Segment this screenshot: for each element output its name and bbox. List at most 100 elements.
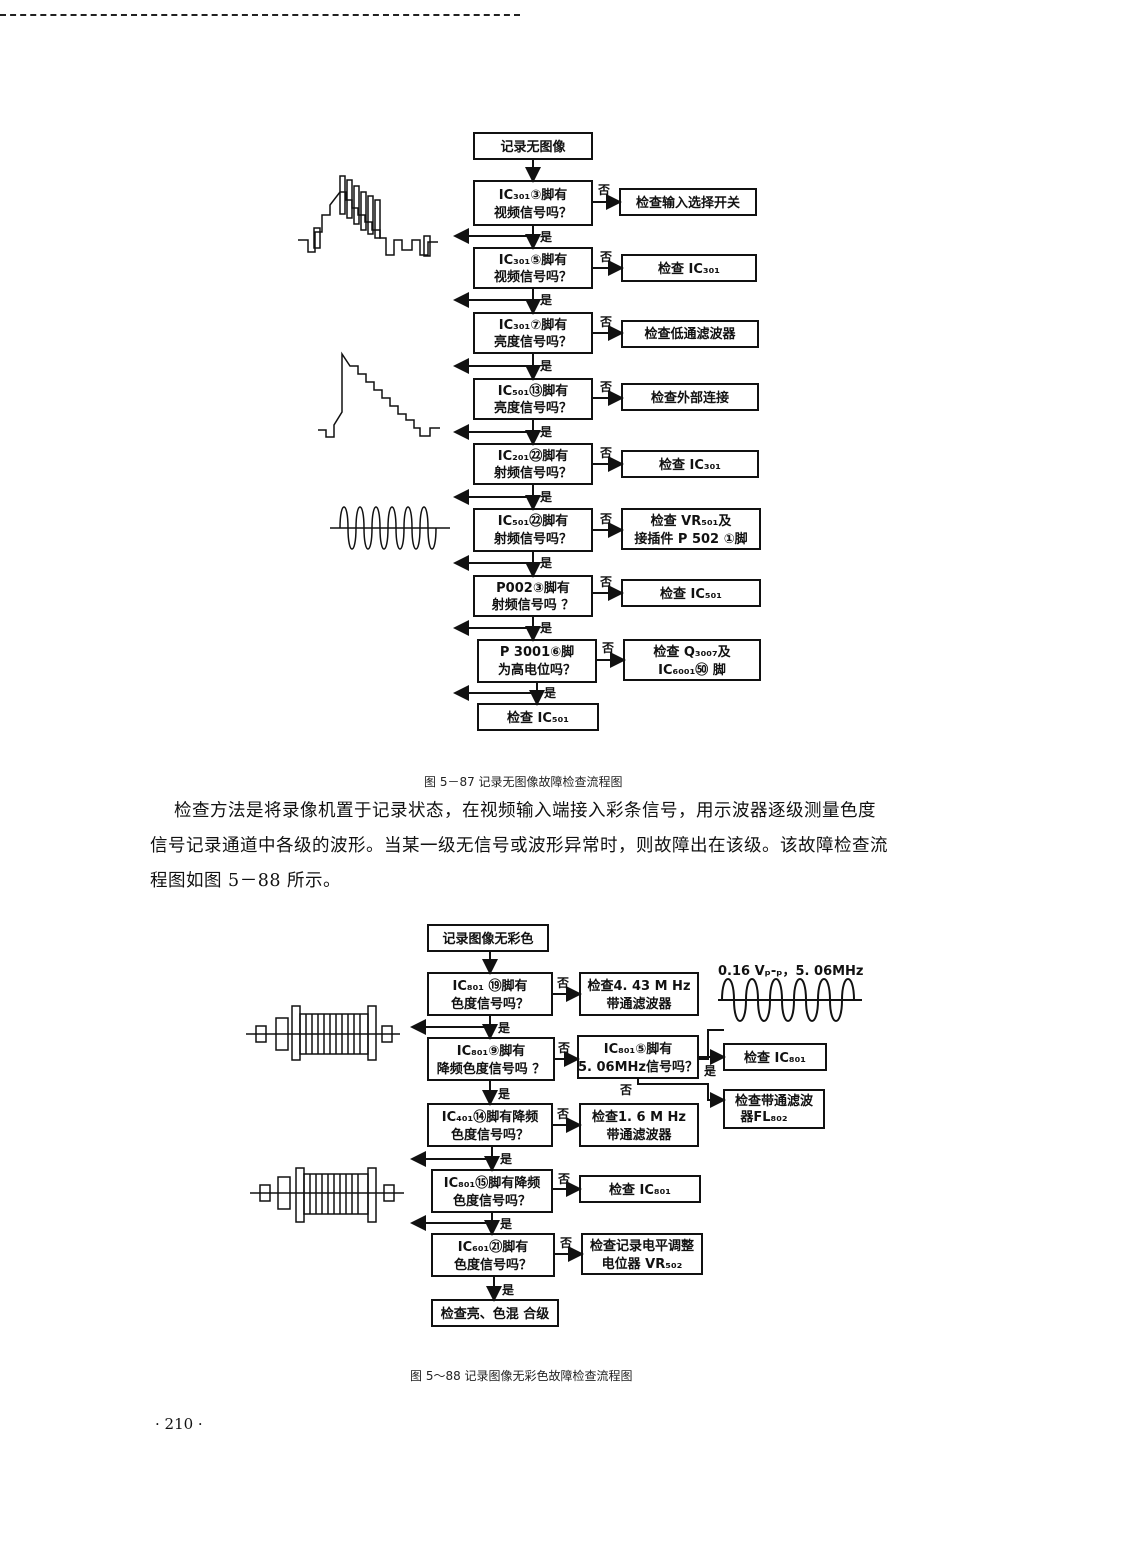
- fig2-end-text: 检查亮、色混 合级: [441, 1306, 551, 1322]
- fig2-q-line1: IC₆₀₁㉑脚有: [458, 1239, 528, 1255]
- fig1-q-line1: IC₃₀₁③脚有: [499, 187, 567, 203]
- yes-label: 是: [497, 1021, 511, 1035]
- yes-label: 是: [539, 359, 553, 373]
- no-label: 否: [559, 1236, 572, 1250]
- no-label: 否: [599, 250, 612, 264]
- yes-label: 是: [539, 230, 553, 244]
- figure-5-87: [298, 132, 761, 731]
- fig1-q-line1: IC₃₀₁⑤脚有: [499, 252, 567, 268]
- fig1-end-text: 检查 IC₅₀₁: [507, 710, 569, 726]
- paragraph-line: 信号记录通道中各级的波形。当某一级无信号或波形异常时，则故障出在该级。该故障检查…: [150, 836, 888, 856]
- fig2-answer-text: 检查 IC₈₀₁: [609, 1182, 671, 1198]
- fig1-q-line1: IC₂₀₁㉒脚有: [498, 448, 568, 464]
- no-label: 否: [556, 976, 569, 990]
- yes-label: 是: [703, 1064, 717, 1078]
- fig1-q-line1: IC₅₀₁㉒脚有: [498, 513, 568, 529]
- fig1-answer-text: 检查 VR₅₀₁及: [651, 513, 733, 529]
- yes-label: 是: [499, 1217, 513, 1231]
- fig2-q-line2: 色度信号吗？: [453, 1193, 531, 1209]
- fig2-caption: 图 5～88 记录图像无彩色故障检查流程图: [410, 1368, 633, 1383]
- fig2-q-line2: 降频色度信号吗 ？: [437, 1061, 546, 1077]
- fig1-q-line1: IC₅₀₁⑬脚有: [498, 383, 568, 399]
- body-paragraph: 检查方法是将录像机置于记录状态，在视频输入端接入彩条信号，用示波器逐级测量色度 …: [150, 794, 1010, 899]
- no-label: 否: [619, 1083, 632, 1097]
- fig1-caption: 图 5－87 记录无图像故障检查流程图: [424, 774, 623, 789]
- no-label: 否: [597, 183, 610, 197]
- yes-label: 是: [497, 1087, 511, 1101]
- fig1-answer-text: 检查低通滤波器: [644, 326, 736, 342]
- fig1-answer-text: IC₆₀₀₁㊿ 脚: [658, 662, 726, 678]
- no-label: 否: [556, 1107, 569, 1121]
- fig1-q-line2: 射频信号吗 ？: [491, 597, 575, 613]
- no-label: 否: [599, 315, 612, 329]
- no-label: 否: [557, 1041, 570, 1055]
- figure-5-88: [246, 924, 862, 1327]
- top-dashed-border: [0, 14, 520, 16]
- fig2-answer-text: 带通滤波器: [606, 996, 672, 1012]
- no-label: 否: [601, 641, 614, 655]
- fig1-answer-text: 检查外部连接: [651, 390, 729, 406]
- fig2-answer-text: 检查记录电平调整: [590, 1238, 695, 1254]
- fig2-q-line1: IC₈₀₁ ⑲脚有: [453, 978, 528, 994]
- fig2-q-line2: 色度信号吗？: [454, 1257, 532, 1273]
- paragraph-line: 程图如图 5－88 所示。: [150, 871, 342, 891]
- fig1-start-text: 记录无图像: [500, 139, 566, 155]
- no-label: 否: [599, 380, 612, 394]
- fig2-start-text: 记录图像无彩色: [442, 931, 533, 947]
- no-label: 否: [557, 1172, 570, 1186]
- fig2-q-line2: 色度信号吗？: [451, 1127, 529, 1143]
- yes-label: 是: [539, 425, 553, 439]
- fig2-answer-text: 器FL₈₀₂: [739, 1110, 787, 1125]
- yes-label: 是: [539, 621, 553, 635]
- fig1-answer-text: 检查输入选择开关: [636, 195, 740, 211]
- fig2-start-box: [427, 924, 549, 952]
- fig1-answer-text: 检查 Q₃₀₀₇及: [653, 644, 731, 660]
- fig2-q-line2: 色度信号吗？: [451, 996, 529, 1012]
- yes-label: 是: [499, 1152, 513, 1166]
- chroma-burst-waveform-graphic: [250, 1167, 404, 1223]
- yes-label: 是: [501, 1283, 515, 1297]
- fig2-answer-text: 检查4. 43 M Hz: [587, 978, 690, 994]
- fig1-answer-text: 接插件 P 502 ①脚: [634, 531, 747, 547]
- yes-label: 是: [539, 293, 553, 307]
- fig2-sub-q-line2: 5. 06MHz信号吗？: [578, 1059, 698, 1075]
- yes-label: 是: [539, 490, 553, 504]
- fig1-q-line1: P 3001⑥脚: [500, 644, 574, 660]
- fig1-answer-text: 检查 IC₃₀₁: [659, 457, 721, 473]
- fig2-answer-text: 检查带通滤波: [735, 1093, 814, 1109]
- fig2-answer-text: 电位器 VR₅₀₂: [602, 1256, 683, 1272]
- chroma-burst-waveform-graphic: [246, 1005, 400, 1061]
- fig1-q-line2: 为高电位吗？: [498, 662, 576, 678]
- fig2-q-line1: IC₈₀₁⑮脚有降频: [444, 1175, 540, 1191]
- fig2-answer-text: 带通滤波器: [606, 1127, 672, 1143]
- fig1-q-line2: 亮度信号吗？: [494, 334, 572, 350]
- waveform-label: 0.16 Vₚ-ₚ，5. 06MHz: [718, 964, 864, 979]
- no-label: 否: [599, 512, 612, 526]
- fig2-q-line1: IC₄₀₁⑭脚有降频: [442, 1109, 538, 1125]
- yes-label: 是: [539, 556, 553, 570]
- no-label: 否: [599, 446, 612, 460]
- fig1-q-line1: P002③脚有: [496, 580, 570, 596]
- fig2-q-line1: IC₈₀₁⑨脚有: [457, 1043, 525, 1059]
- fig1-q-line2: 视频信号吗？: [494, 269, 572, 285]
- paragraph-line: 检查方法是将录像机置于记录状态，在视频输入端接入彩条信号，用示波器逐级测量色度: [174, 801, 876, 821]
- fig1-answer-text: 检查 IC₅₀₁: [660, 586, 722, 602]
- sine-waveform-graphic: [718, 978, 862, 1022]
- video-waveform-graphic: [298, 175, 438, 257]
- fig2-answer-text: 检查 IC₈₀₁: [744, 1050, 806, 1066]
- page-number: · 210 ·: [155, 1415, 203, 1433]
- fig1-q-line2: 射频信号吗？: [493, 531, 572, 547]
- fig1-q-line2: 射频信号吗？: [493, 465, 572, 481]
- fig2-answer-text: 检查1. 6 M Hz: [592, 1109, 686, 1125]
- fig1-q-line2: 亮度信号吗？: [494, 400, 572, 416]
- fig2-sub-q-line1: IC₈₀₁⑤脚有: [604, 1041, 672, 1057]
- fig1-q-line1: IC₃₀₁⑦脚有: [499, 317, 567, 333]
- yes-label: 是: [543, 686, 557, 700]
- fig1-answer-text: 检查 IC₃₀₁: [658, 261, 720, 277]
- no-label: 否: [599, 575, 612, 589]
- luminance-waveform-graphic: [318, 351, 440, 438]
- fig2-answer-box: [723, 1089, 825, 1129]
- fig1-q-line2: 视频信号吗？: [494, 205, 572, 221]
- rf-waveform-graphic: [330, 506, 450, 550]
